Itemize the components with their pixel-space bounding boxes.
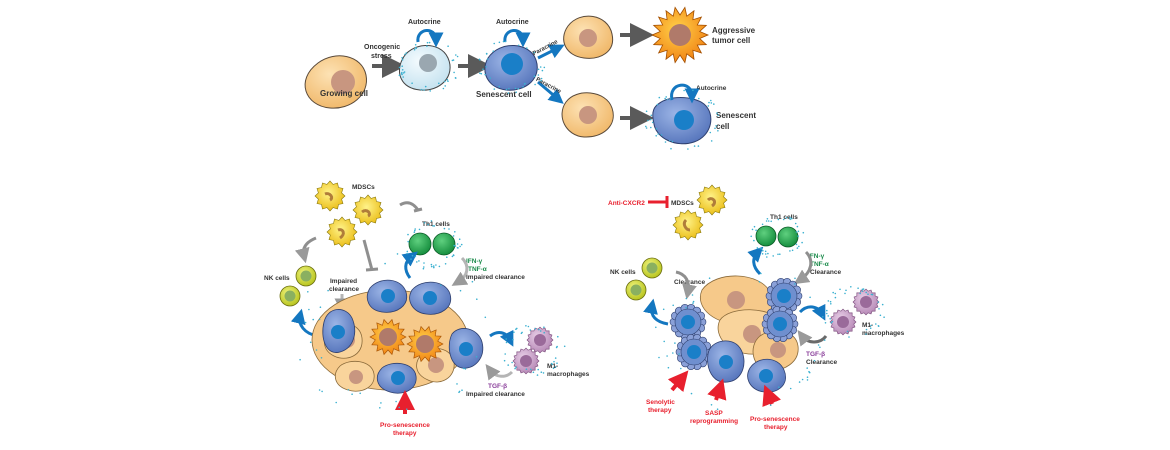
senescent-cell-label: Senescent cell — [476, 90, 532, 99]
apoptotic-senescent-cell — [675, 334, 713, 370]
th1-cells-right — [755, 225, 799, 248]
growing-cell-label: Growing cell — [320, 89, 368, 98]
senescent-right-label-1: Senescent — [716, 111, 756, 120]
stressed-cell — [398, 45, 451, 91]
mdsc-to-nk-arrow — [294, 236, 317, 264]
tumor-cluster-left — [311, 279, 484, 394]
pro-senescence-right-1: Pro-senescence — [750, 416, 800, 423]
anti-cxcr2-label: Anti-CXCR2 — [608, 200, 645, 207]
m1-macrophages-left — [512, 326, 554, 375]
pro-senescence-right-2: therapy — [764, 424, 788, 431]
right-panel: Anti-CXCR2 MDSCs Th1 cells IFN-γ TNF-α C… — [608, 184, 905, 431]
sasp-label-2: reprogramming — [690, 418, 738, 425]
th1-label-right: Th1 cells — [770, 214, 798, 221]
senolytic-arrow — [667, 370, 689, 393]
m1-label-2: macrophages — [547, 371, 590, 378]
th1-clearance-arrow-right — [793, 250, 813, 285]
autocrine-label-1: Autocrine — [408, 19, 441, 26]
stress-label: stress — [371, 53, 392, 60]
nk-cells — [279, 265, 317, 307]
tumor-to-nk-arrow-right — [643, 298, 669, 326]
apoptotic-senescent-cell — [761, 306, 799, 342]
autocrine-arrow-1 — [416, 29, 444, 48]
m1-right-label-2: macrophages — [862, 330, 905, 337]
m1-macrophages-right — [829, 288, 880, 336]
m1-label-1: M1- — [547, 363, 558, 370]
autocrine-label-3: Autocrine — [696, 85, 727, 92]
th1-clearance-arrow — [451, 256, 469, 286]
mdsc-cells-right — [672, 184, 728, 241]
pro-senescence-arrow-right — [762, 384, 781, 407]
growing-cell-lower — [561, 92, 614, 138]
ifn-label: IFN-γ — [466, 258, 483, 265]
oncogenic-label: Oncogenic — [364, 44, 400, 51]
tumor-to-th1-arrow — [401, 251, 418, 279]
sasp-dots — [299, 40, 885, 411]
autocrine-arrow-3 — [670, 83, 700, 104]
tgf-label: TGF-β — [488, 383, 507, 390]
senescent-right-label-2: cell — [716, 122, 729, 131]
paracrine-arrow-upper — [537, 44, 565, 60]
th1-cells — [408, 232, 456, 256]
ifn-label-right: IFN-γ — [808, 253, 825, 260]
nk-clearance-arrow-right — [675, 270, 697, 300]
mdsc-inhibit-tumor — [362, 239, 374, 271]
impaired-clearance-th1: Impaired clearance — [466, 274, 525, 281]
pro-senescence-label-1: Pro-senescence — [380, 422, 430, 429]
tnf-label: TNF-α — [468, 266, 487, 273]
autocrine-label-2: Autocrine — [496, 19, 529, 26]
aggressive-tumor-cell — [650, 6, 710, 64]
clearance-th1-right: Clearance — [810, 269, 841, 276]
senescent-cell-right — [652, 97, 712, 145]
sasp-arrow — [707, 378, 727, 401]
tumor-to-mac-arrow — [489, 329, 514, 347]
mdscs-label-right: MDSCs — [671, 200, 694, 207]
senolytic-label-1: Senolytic — [646, 399, 675, 406]
left-panel: MDSCs Th1 cells IFN-γ TNF-α Impaired cle… — [264, 180, 590, 437]
nk-cells-right — [625, 257, 663, 301]
nk-label-right: NK cells — [610, 269, 636, 276]
aggressive-label-2: tumor cell — [712, 36, 750, 45]
clearance-nk-right: Clearance — [674, 279, 705, 286]
mdsc-cells — [314, 180, 384, 248]
pro-senescence-label-2: therapy — [393, 430, 417, 437]
tumor-to-th1-arrow-right — [747, 246, 764, 276]
tumor-cluster-right — [669, 275, 803, 393]
senolytic-label-2: therapy — [648, 407, 672, 414]
nk-label: NK cells — [264, 275, 290, 282]
paracrine-arrow-lower — [537, 80, 564, 104]
m1-right-label-1: M1- — [862, 322, 873, 329]
impaired-nk-1: Impaired — [330, 278, 357, 285]
th1-label: Th1 cells — [422, 221, 450, 228]
tnf-label-right: TNF-α — [810, 261, 829, 268]
mdscs-label: MDSCs — [352, 184, 375, 191]
growing-cell-upper — [563, 15, 614, 59]
clearance-mac-right: Clearance — [806, 359, 837, 366]
sasp-label-1: SASP — [705, 410, 723, 417]
mac-clearance-arrow-right — [797, 330, 828, 347]
aggressive-label-1: Aggressive — [712, 26, 756, 35]
top-panel: Growing cell Oncogenic stress Autocrine … — [304, 6, 756, 145]
impaired-nk-2: clearance — [329, 286, 359, 293]
apoptotic-senescent-cell — [669, 304, 707, 340]
senescent-cell — [484, 45, 538, 91]
tumor-to-mac-arrow-right — [798, 303, 826, 321]
impaired-clearance-mac: Impaired clearance — [466, 391, 525, 398]
growing-cell — [304, 55, 367, 109]
tgf-label-right: TGF-β — [806, 351, 825, 358]
autocrine-arrow-2 — [503, 29, 531, 48]
mac-clearance-arrow — [485, 364, 514, 381]
mdsc-inhibit-th1 — [399, 201, 420, 211]
